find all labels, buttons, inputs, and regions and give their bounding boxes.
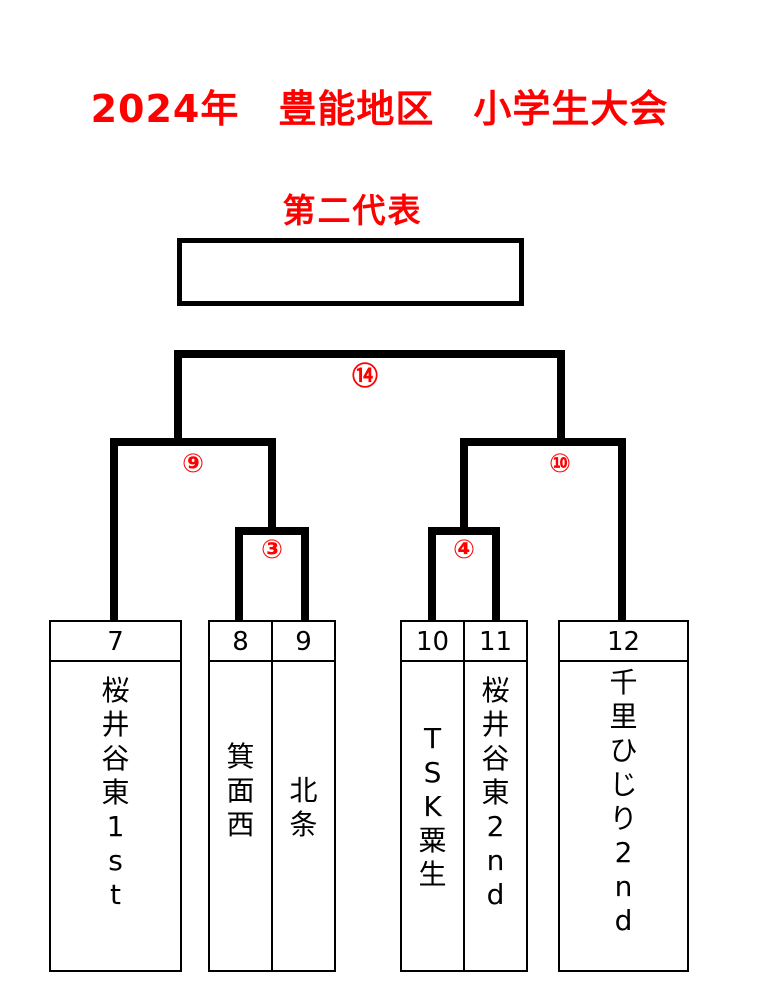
team-name-char: り	[609, 802, 638, 835]
team-name: 北条	[273, 774, 334, 842]
bracket-line-round-3	[235, 527, 309, 622]
team-name-char: 箕	[226, 740, 255, 773]
team-name-char: n	[486, 844, 505, 877]
team-name: 箕面西	[210, 740, 271, 842]
match-number-9: ⑨	[181, 449, 204, 479]
seed-number: 8	[210, 622, 271, 662]
team-name-char: 谷	[101, 742, 130, 775]
team-name-char: d	[614, 904, 633, 937]
team-name-char: じ	[609, 768, 638, 801]
team-name-char: 条	[289, 808, 318, 841]
team-name-char: 2	[614, 836, 633, 869]
winner-box	[177, 238, 524, 306]
team-name-char: 粟	[418, 824, 447, 857]
team-name-char: 桜	[481, 674, 510, 707]
match-number-14: ⑭	[351, 362, 378, 392]
team-name-char: 東	[101, 776, 130, 809]
team-name-char: 里	[609, 700, 638, 733]
team-name-char: 生	[418, 858, 447, 891]
team-entry-9: 9 北条	[271, 620, 336, 972]
team-name-char: t	[110, 878, 121, 911]
team-name-char: 井	[481, 708, 510, 741]
team-name-char: 東	[481, 776, 510, 809]
match-number-3: ③	[260, 535, 283, 565]
team-name-char: S	[423, 756, 442, 789]
team-name-char: 千	[609, 666, 638, 699]
team-name-char: 井	[101, 708, 130, 741]
team-name-char: T	[423, 722, 442, 755]
team-name-char: 2	[486, 810, 505, 843]
team-name-char: 北	[289, 774, 318, 807]
team-name-char: 桜	[101, 674, 130, 707]
team-name-char: s	[108, 844, 123, 877]
bracket-subtitle: 第二代表	[282, 191, 423, 230]
team-name-char: K	[423, 790, 442, 823]
team-name-char: n	[614, 870, 633, 903]
bracket-line-semi-10	[460, 438, 626, 622]
seed-number: 7	[51, 622, 180, 662]
seed-number: 11	[465, 622, 526, 662]
match-number-10: ⑩	[548, 449, 571, 479]
team-entry-8: 8 箕面西	[208, 620, 273, 972]
match-number-4: ④	[452, 535, 475, 565]
seed-number: 10	[402, 622, 463, 662]
team-name-char: ひ	[609, 734, 638, 767]
seed-number: 9	[273, 622, 334, 662]
page-title: 2024年 豊能地区 小学生大会	[90, 87, 669, 131]
team-name-char: 谷	[481, 742, 510, 775]
bracket-line-final	[174, 350, 565, 442]
seed-number: 12	[560, 622, 687, 662]
team-name-char: 1	[106, 810, 125, 843]
team-name-char: 西	[226, 808, 255, 841]
bracket-line-semi-9	[110, 438, 276, 622]
team-name-char: 面	[226, 774, 255, 807]
bracket-line-round-4	[428, 527, 500, 622]
team-name-char: d	[486, 878, 505, 911]
